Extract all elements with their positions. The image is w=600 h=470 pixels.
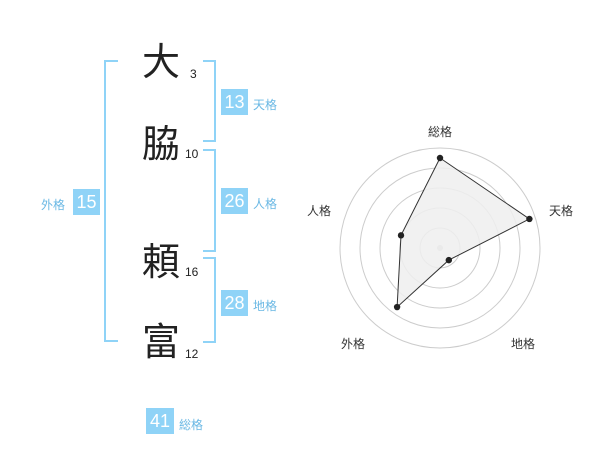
name-char-3: 頼 bbox=[141, 240, 180, 284]
radar-point bbox=[436, 154, 444, 162]
soukaku-value: 41 bbox=[146, 408, 174, 434]
jinkaku-bracket bbox=[203, 149, 216, 252]
radar-points bbox=[393, 154, 533, 311]
radar-point bbox=[393, 303, 401, 311]
chikaku-label: 地格 bbox=[253, 299, 278, 313]
soukaku-label: 総格 bbox=[179, 418, 204, 432]
jinkaku-value: 26 bbox=[221, 188, 248, 214]
stroke-count-3: 16 bbox=[185, 265, 199, 279]
radar-axis-label-chikaku: 地格 bbox=[511, 337, 536, 351]
radar-series-area bbox=[396, 157, 531, 309]
name-char-1: 大 bbox=[141, 40, 180, 84]
radar-point bbox=[526, 215, 533, 223]
radar-axis-label-gaikaku: 外格 bbox=[341, 337, 366, 351]
gaikaku-label: 外格 bbox=[41, 198, 66, 212]
radar-axis-label-soukaku: 総格 bbox=[428, 125, 453, 139]
tenkaku-bracket bbox=[203, 60, 216, 142]
radar-point bbox=[445, 256, 453, 264]
gaikaku-value: 15 bbox=[73, 189, 100, 215]
tenkaku-label: 天格 bbox=[253, 98, 278, 112]
stroke-count-4: 12 bbox=[185, 347, 199, 361]
radar-ring bbox=[339, 147, 541, 349]
radar-axis-label-jinkaku: 人格 bbox=[307, 204, 332, 218]
chikaku-bracket bbox=[203, 257, 216, 343]
tenkaku-value: 13 bbox=[221, 89, 248, 115]
name-char-2: 脇 bbox=[141, 122, 180, 166]
stroke-count-1: 3 bbox=[190, 67, 197, 81]
stroke-count-2: 10 bbox=[185, 147, 199, 161]
radar-axis-label-tenkaku: 天格 bbox=[549, 204, 574, 218]
gaikaku-bracket bbox=[104, 60, 118, 342]
radar-point bbox=[397, 232, 405, 239]
chikaku-value: 28 bbox=[221, 290, 248, 316]
name-char-4: 富 bbox=[141, 320, 180, 364]
jinkaku-label: 人格 bbox=[253, 197, 278, 211]
